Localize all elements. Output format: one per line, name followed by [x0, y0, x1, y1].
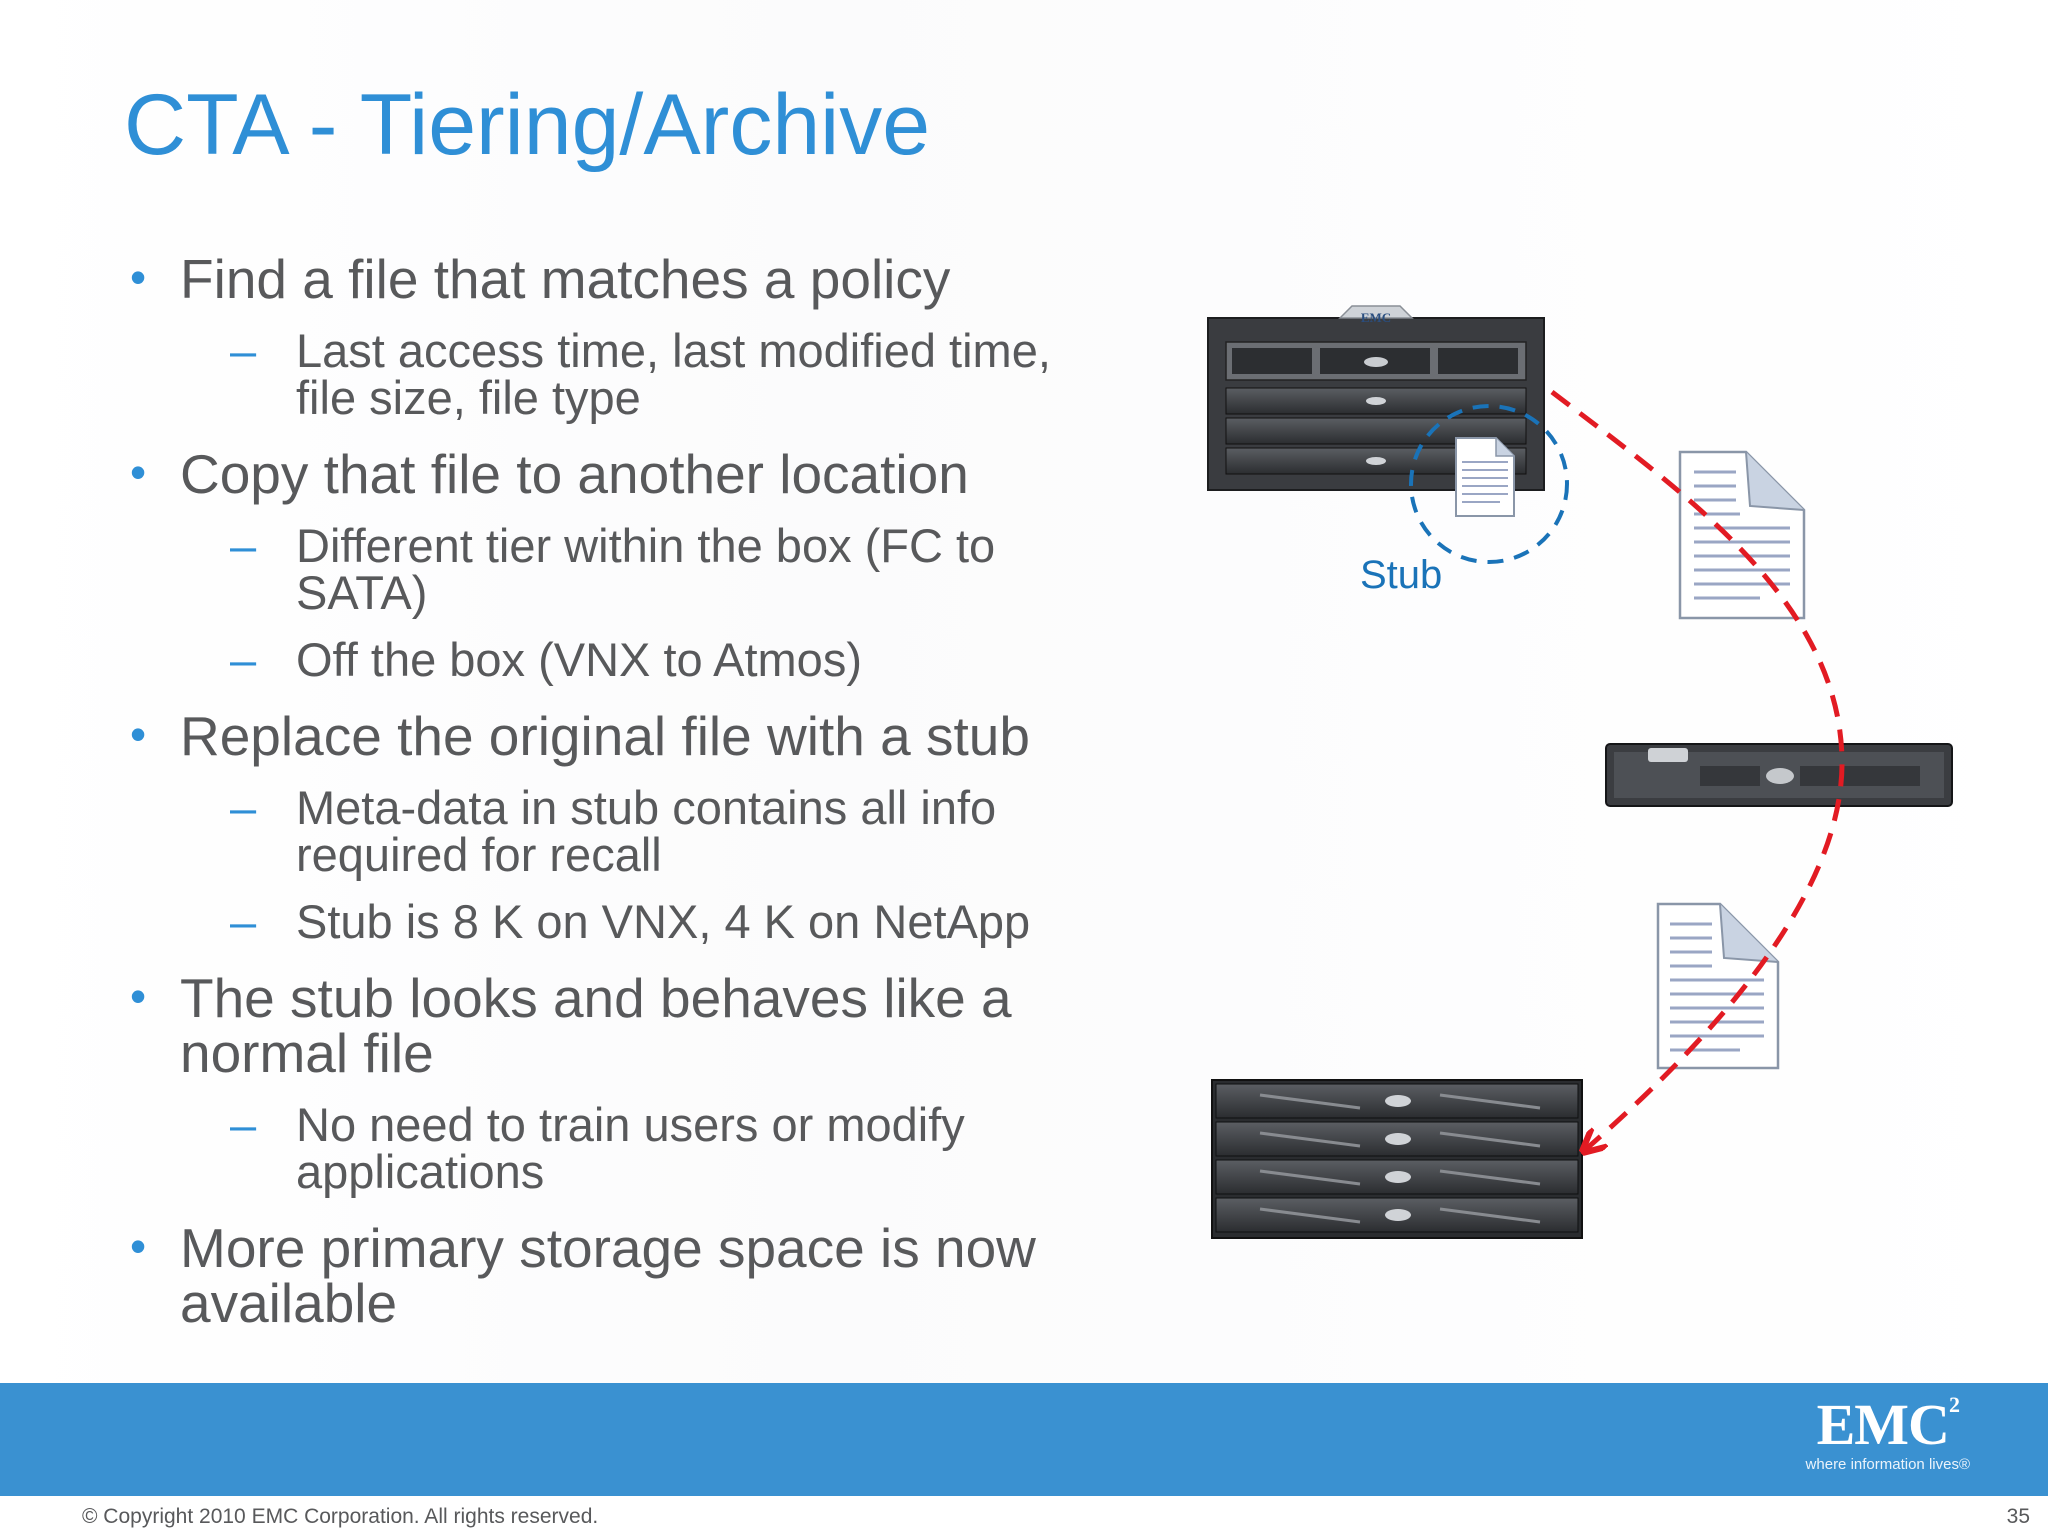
sub-bullet-text: No need to train users or modify applica…	[296, 1098, 965, 1198]
bullet-item: • Copy that file to another location	[120, 447, 1120, 502]
bullet-item: • Find a file that matches a policy	[120, 252, 1120, 307]
sub-bullet-text: Different tier within the box (FC to SAT…	[296, 519, 996, 619]
slide-background	[0, 0, 2048, 1383]
dash-marker: –	[230, 633, 257, 686]
sub-bullet-item: – Last access time, last modified time, …	[120, 327, 1120, 421]
page-number: 35	[2006, 1505, 2030, 1528]
sub-bullet-text: Off the box (VNX to Atmos)	[296, 633, 862, 686]
migrating-file-icon	[1678, 450, 1806, 620]
bullet-item: • Replace the original file with a stub	[120, 709, 1120, 764]
sub-bullet-item: – No need to train users or modify appli…	[120, 1101, 1120, 1195]
archive-storage-stack-icon	[1211, 1079, 1583, 1239]
bullet-item: • The stub looks and behaves like a norm…	[120, 971, 1120, 1081]
bullet-marker: •	[130, 708, 147, 760]
emc-logo: EMC2 where information lives®	[1805, 1392, 1970, 1474]
bullet-text: The stub looks and behaves like a normal…	[180, 967, 1012, 1084]
copyright-text: © Copyright 2010 EMC Corporation. All ri…	[82, 1505, 599, 1528]
stub-label: Stub	[1360, 553, 1442, 597]
stub-file-icon	[1455, 437, 1515, 517]
sub-bullet-item: – Different tier within the box (FC to S…	[120, 522, 1120, 616]
bullet-text: More primary storage space is now availa…	[180, 1217, 1036, 1334]
logo-tagline: where information lives®	[1805, 1456, 1970, 1473]
logo-wordmark: EMC2	[1816, 1392, 1960, 1457]
sub-bullet-item: – Stub is 8 K on VNX, 4 K on NetApp	[120, 898, 1120, 945]
bullet-marker: •	[130, 970, 147, 1022]
sub-bullet-text: Last access time, last modified time, fi…	[296, 324, 1051, 424]
archived-file-icon	[1656, 902, 1780, 1070]
sub-bullet-text: Meta-data in stub contains all info requ…	[296, 781, 997, 881]
bullet-item: • More primary storage space is now avai…	[120, 1221, 1120, 1331]
dash-marker: –	[230, 781, 257, 834]
policy-server-icon	[1605, 743, 1953, 807]
bullet-list: • Find a file that matches a policy – La…	[120, 252, 1120, 1331]
sub-bullet-text: Stub is 8 K on VNX, 4 K on NetApp	[296, 895, 1031, 948]
dash-marker: –	[230, 895, 257, 948]
bullet-text: Replace the original file with a stub	[180, 705, 1030, 767]
dash-marker: –	[230, 1098, 257, 1151]
bullet-text: Copy that file to another location	[180, 443, 969, 505]
stub-circle	[1409, 404, 1569, 564]
dash-marker: –	[230, 324, 257, 377]
bullet-text: Find a file that matches a policy	[180, 248, 951, 310]
tiering-diagram: EMC Stub	[1207, 305, 1953, 1239]
migration-arrow	[1550, 390, 1845, 1150]
dash-marker: –	[230, 519, 257, 572]
sub-bullet-item: – Meta-data in stub contains all info re…	[120, 784, 1120, 878]
bullet-marker: •	[130, 446, 147, 498]
slide-title: CTA - Tiering/Archive	[124, 77, 931, 173]
sub-bullet-item: – Off the box (VNX to Atmos)	[120, 636, 1120, 683]
bullet-marker: •	[130, 251, 147, 303]
array-badge-text: EMC	[1361, 310, 1391, 325]
bullet-marker: •	[130, 1220, 147, 1272]
footer-bar	[0, 1383, 2048, 1496]
